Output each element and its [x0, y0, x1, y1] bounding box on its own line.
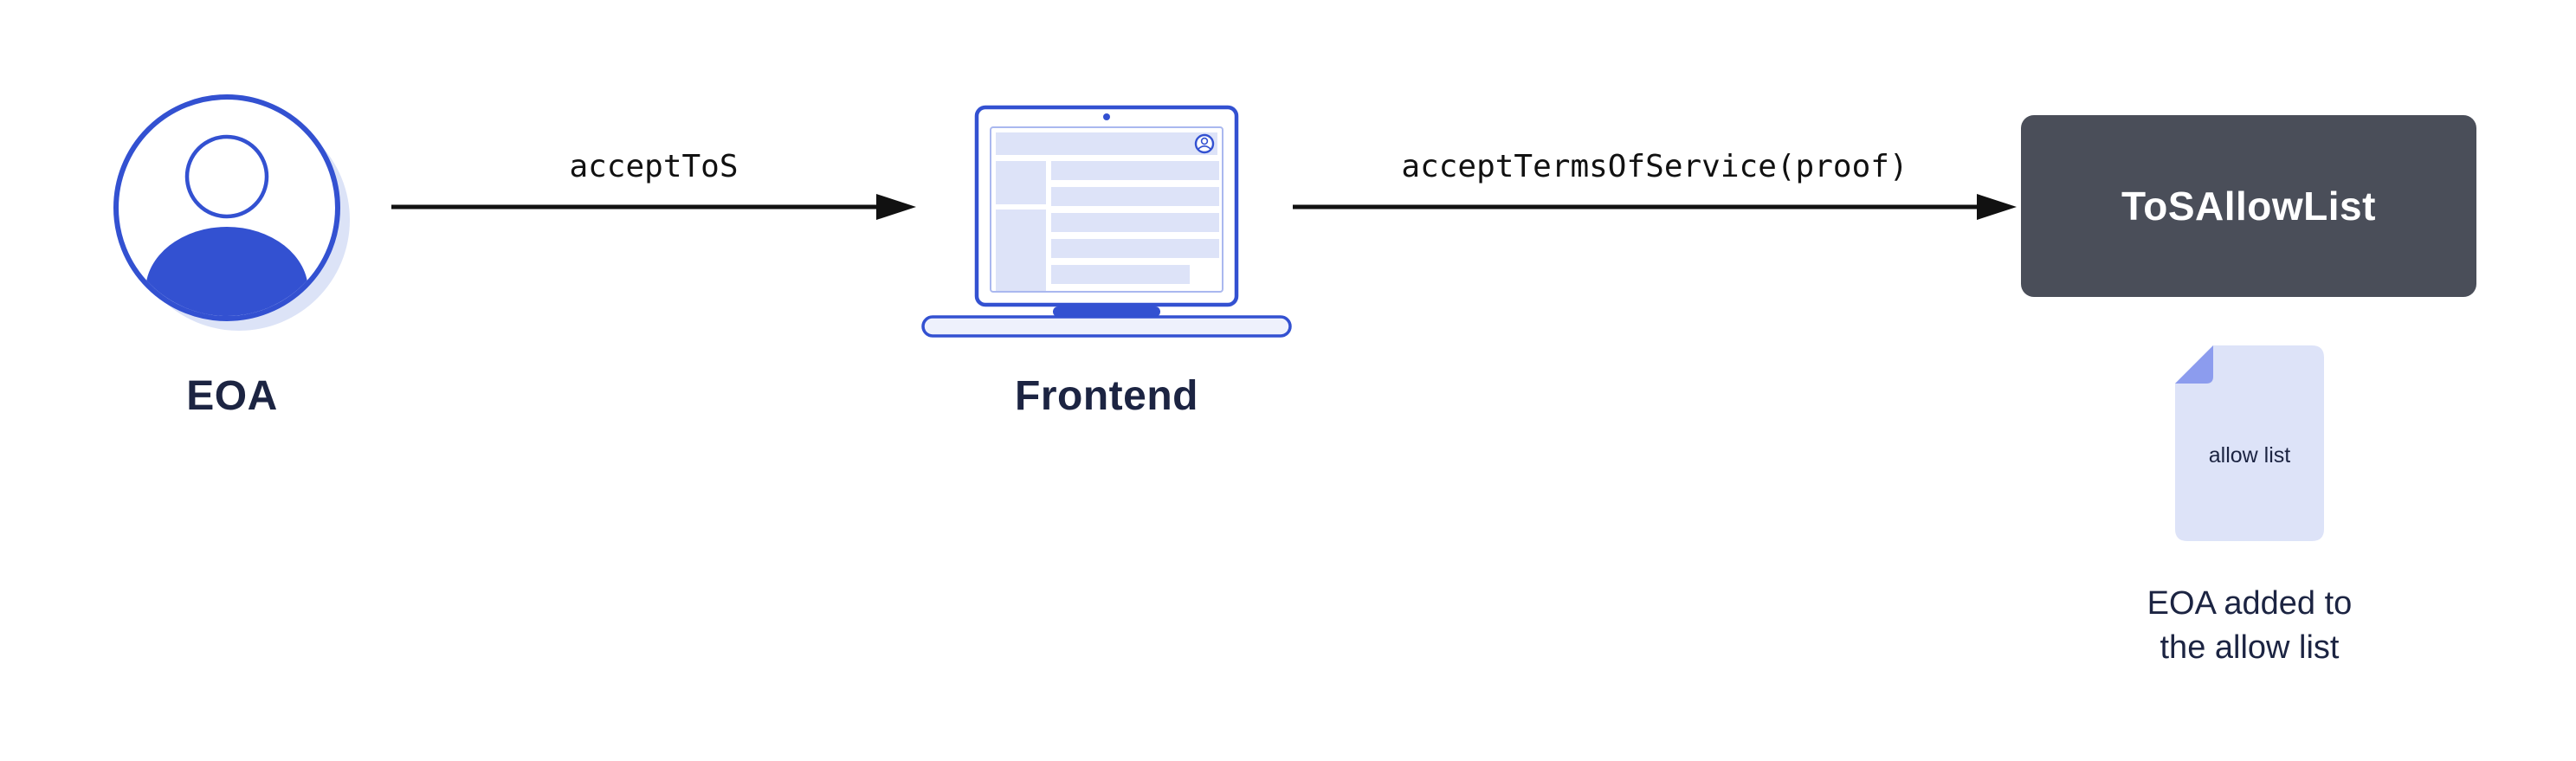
tos-allow-list-node: ToSAllowList [2021, 115, 2476, 297]
arrow-accept-tos [391, 194, 916, 220]
allow-list-doc-label: allow list [2208, 443, 2291, 468]
screen-user-icon [1194, 133, 1215, 154]
allow-list-caption: EOA added to the allow list [2063, 582, 2437, 671]
eoa-label: EOA [186, 373, 278, 419]
allow-list-caption-line1: EOA added to [2147, 585, 2353, 622]
webcam-dot-icon [1103, 113, 1110, 120]
edge-label-accept-tos: acceptToS [569, 149, 739, 184]
document-icon [2175, 345, 2324, 541]
arrow-accept-terms-of-service [1293, 194, 2017, 220]
arrowhead-icon [876, 194, 916, 220]
allow-list-caption-line2: the allow list [2160, 629, 2340, 667]
laptop-icon [921, 105, 1292, 338]
edge-label-accept-terms-of-service: acceptTermsOfService(proof) [1401, 149, 1908, 184]
tos-allow-list-label: ToSAllowList [2121, 184, 2376, 229]
arrowhead-icon [1977, 194, 2017, 220]
user-avatar-icon [113, 94, 350, 331]
folded-corner-icon [2175, 345, 2213, 384]
frontend-label: Frontend [1015, 373, 1198, 419]
